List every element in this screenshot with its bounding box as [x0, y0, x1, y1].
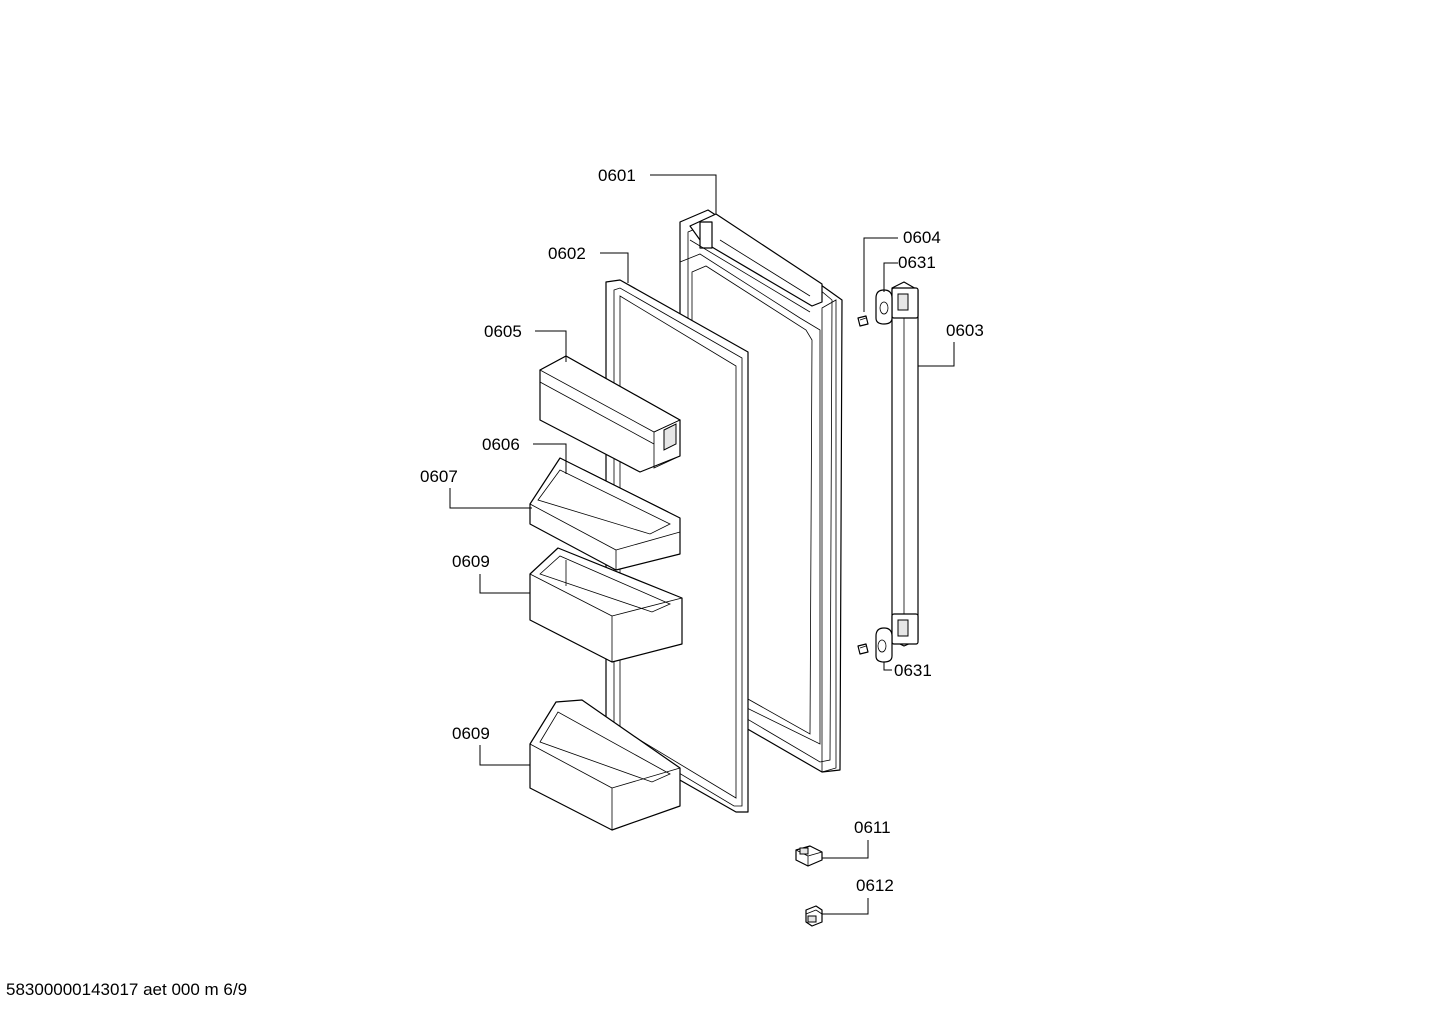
part-label-0609-upper: 0609 — [452, 552, 490, 571]
screw-top-part — [857, 315, 869, 327]
handle-mount-bottom-part — [875, 627, 893, 663]
part-label-0601: 0601 — [598, 166, 636, 185]
leader-0611 — [822, 840, 869, 859]
door-handle-part — [891, 281, 919, 647]
leader-0631a — [883, 262, 898, 292]
part-label-0604: 0604 — [903, 228, 941, 247]
part-label-0609-lower: 0609 — [452, 724, 490, 743]
clip-part — [795, 845, 823, 867]
leader-0602 — [600, 252, 629, 283]
part-label-0605: 0605 — [484, 322, 522, 341]
door-bin-lower-part — [529, 699, 681, 831]
leader-0609a — [479, 574, 530, 594]
leader-0612 — [822, 898, 869, 915]
cap-part — [805, 905, 823, 927]
part-label-0612: 0612 — [856, 876, 894, 895]
part-label-0606: 0606 — [482, 435, 520, 454]
leader-0603 — [918, 342, 955, 367]
leader-0605 — [535, 330, 567, 362]
part-label-0631-bottom: 0631 — [894, 661, 932, 680]
part-label-0631-top: 0631 — [898, 253, 936, 272]
leader-0601 — [650, 174, 717, 214]
part-label-0607: 0607 — [420, 467, 458, 486]
part-label-0603: 0603 — [946, 321, 984, 340]
handle-mount-top-part — [875, 289, 893, 325]
document-id-footer: 58300000143017 aet 000 m 6/9 — [6, 980, 248, 999]
leader-0631b — [883, 662, 892, 671]
leader-0606 — [533, 443, 567, 474]
leader-0607 — [449, 488, 532, 509]
part-label-0611: 0611 — [854, 818, 891, 837]
leader-0604 — [863, 237, 898, 312]
door-shelf-middle-part — [529, 457, 681, 571]
screw-bottom-part — [857, 643, 869, 655]
leader-0609b — [479, 745, 530, 766]
door-bin-upper-part — [529, 547, 683, 663]
part-label-0602: 0602 — [548, 244, 586, 263]
